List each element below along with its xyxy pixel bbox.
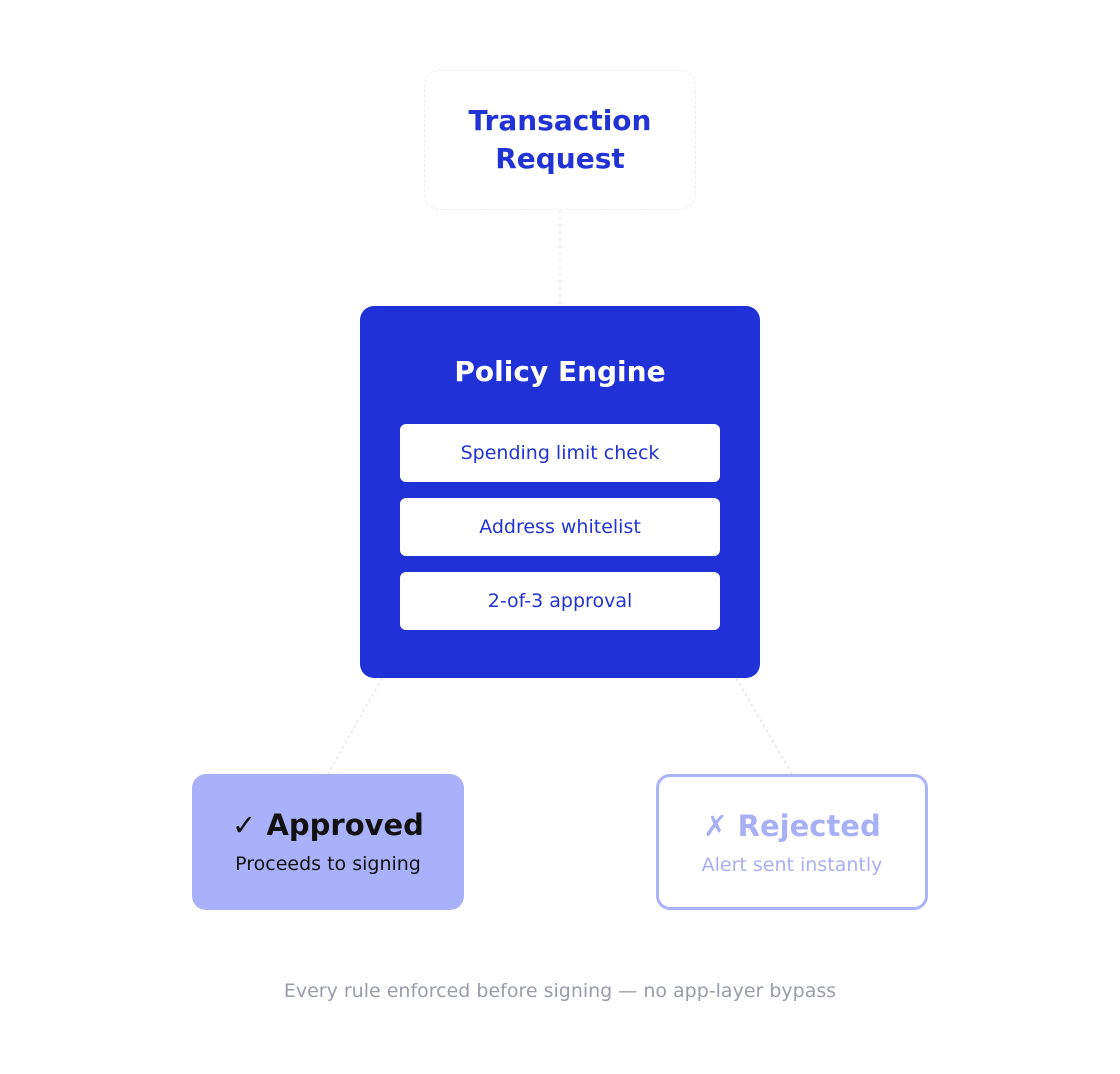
rule-two-of-three-approval: 2-of-3 approval <box>400 572 720 630</box>
rule-spending-limit-check: Spending limit check <box>400 424 720 482</box>
rejected-subtitle: Alert sent instantly <box>701 854 883 876</box>
rejected-title: ✗ Rejected <box>703 809 881 843</box>
transaction-request-node: Transaction Request <box>424 70 696 210</box>
approved-subtitle: Proceeds to signing <box>235 853 421 875</box>
rule-address-whitelist: Address whitelist <box>400 498 720 556</box>
approved-outcome-node: ✓ Approved Proceeds to signing <box>192 774 464 910</box>
approved-title: ✓ Approved <box>232 808 424 842</box>
footnote: Every rule enforced before signing — no … <box>283 980 837 1002</box>
transaction-request-title: Transaction Request <box>468 104 652 175</box>
rejected-outcome-node: ✗ Rejected Alert sent instantly <box>656 774 928 910</box>
policy-engine-title: Policy Engine <box>454 355 666 388</box>
connector-engine-to-approved <box>327 677 383 775</box>
policy-engine-node: Policy Engine Spending limit check Addre… <box>360 306 760 678</box>
connector-engine-to-rejected <box>735 677 793 775</box>
